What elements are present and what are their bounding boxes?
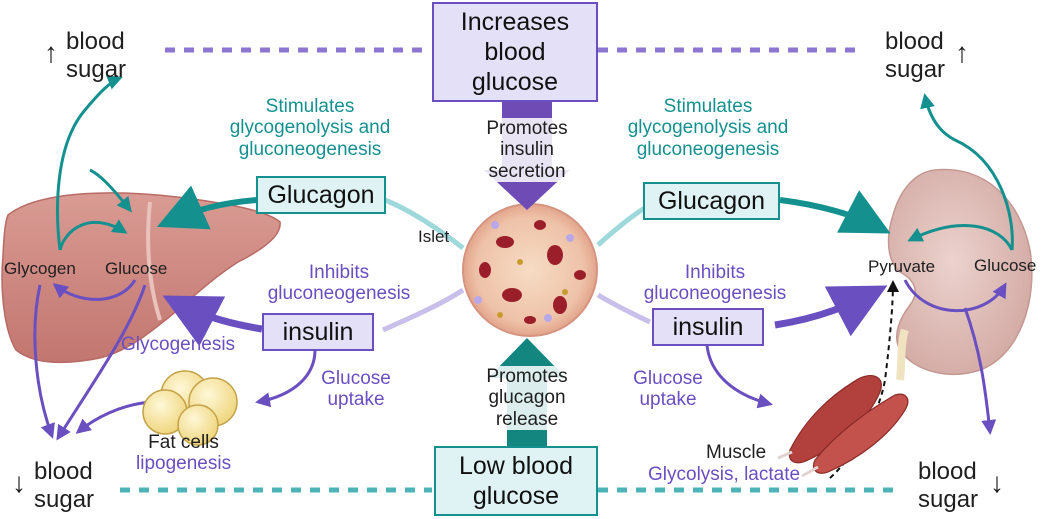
- insulin-line: insulin: [500, 139, 554, 161]
- promotes-glucagon-label: Promotes glucagon release: [466, 366, 588, 430]
- fat-cells-graphic: [142, 370, 238, 446]
- gluconeogenesis-line: gluconeogenesis: [636, 138, 780, 160]
- kidney-ureter: [896, 328, 909, 381]
- kidney-glucose-label: Glucose: [974, 256, 1037, 275]
- blood-label: blood: [885, 28, 944, 55]
- inhibits-right-label: Inhibits gluconeogenesis: [620, 262, 810, 305]
- gluconeogenesis-line: gluconeogenesis: [238, 138, 382, 160]
- insulin-left-box: insulin: [262, 313, 374, 351]
- sugar-label: sugar: [918, 486, 979, 514]
- blood-label: blood: [34, 458, 93, 485]
- glycogenolysis-line: glycogenolysis and: [627, 117, 789, 139]
- arrow-up-icon: ↑: [955, 37, 970, 68]
- liver-ligament: [146, 201, 162, 321]
- fat-cells-text: Fat cells: [148, 432, 219, 453]
- increases-blood-glucose-box: Increases blood glucose: [432, 2, 598, 102]
- inhibits-left-label: Inhibits gluconeogenesis: [244, 262, 434, 305]
- muscle-label: Muscle: [706, 442, 767, 463]
- stimulates-line: Stimulates: [265, 96, 355, 117]
- arrow-up-icon: ↑: [44, 37, 58, 68]
- glucose-uptake-right-label: Glucose uptake: [630, 368, 706, 411]
- glycogenesis-label: Glycogenesis: [121, 334, 236, 355]
- gluconeogenesis-line: gluconeogenesis: [267, 283, 411, 305]
- uptake-line: uptake: [639, 389, 697, 411]
- liver-glucose-label: Glucose: [105, 259, 168, 278]
- arrow-down-icon: ↓: [12, 467, 26, 498]
- promotes-insulin-label: Promotes insulin secretion: [468, 118, 586, 182]
- promotes-line: Promotes: [486, 366, 568, 387]
- blood-label: blood: [918, 458, 977, 485]
- islet-graphic: [462, 203, 598, 337]
- muscle-graphic: [777, 375, 909, 478]
- sugar-label: sugar: [66, 56, 127, 84]
- release-line: release: [495, 408, 559, 430]
- glycolysis-lactate-label: Glycolysis, lactate: [648, 464, 801, 485]
- lipogenesis-text: lipogenesis: [136, 453, 232, 475]
- stimulates-left-label: Stimulates glycogenolysis and gluconeoge…: [210, 96, 410, 160]
- glucose-line: Glucose: [633, 368, 703, 389]
- glycogenolysis-line: glycogenolysis and: [229, 117, 391, 139]
- inhibits-line: Inhibits: [684, 262, 746, 283]
- pyruvate-label: Pyruvate: [868, 257, 936, 276]
- fat-cells-label: Fat cells lipogenesis: [136, 432, 231, 475]
- stimulates-right-label: Stimulates glycogenolysis and gluconeoge…: [608, 96, 808, 160]
- glucose-uptake-left-label: Glucose uptake: [318, 368, 394, 411]
- glucose-line: Glucose: [321, 368, 391, 389]
- sugar-label: sugar: [34, 486, 95, 514]
- stimulates-line: Stimulates: [663, 96, 753, 117]
- top-box-line2: blood: [484, 38, 546, 66]
- bottom-box-line1: Low blood: [459, 452, 573, 480]
- bottom-box-line2: glucose: [472, 482, 560, 510]
- arrow-down-icon: ↓: [990, 467, 1005, 498]
- uptake-line: uptake: [327, 389, 385, 411]
- blood-label: blood: [66, 28, 125, 55]
- glycogen-label: Glycogen: [4, 259, 76, 278]
- islet-label: Islet: [418, 227, 450, 246]
- insulin-right-box: insulin: [652, 308, 764, 346]
- glucagon-line: glucagon: [488, 387, 566, 409]
- glucagon-right-box: Glucagon: [643, 182, 780, 220]
- low-blood-glucose-box: Low blood glucose: [434, 446, 598, 516]
- gluconeogenesis-line: gluconeogenesis: [643, 283, 787, 305]
- top-box-line1: Increases: [460, 8, 570, 36]
- sugar-label: sugar: [885, 56, 946, 84]
- promotes-line: Promotes: [486, 118, 568, 139]
- top-box-line3: glucose: [471, 68, 559, 96]
- secretion-line: secretion: [488, 160, 566, 182]
- inhibits-line: Inhibits: [308, 262, 370, 283]
- glucagon-left-box: Glucagon: [256, 176, 386, 214]
